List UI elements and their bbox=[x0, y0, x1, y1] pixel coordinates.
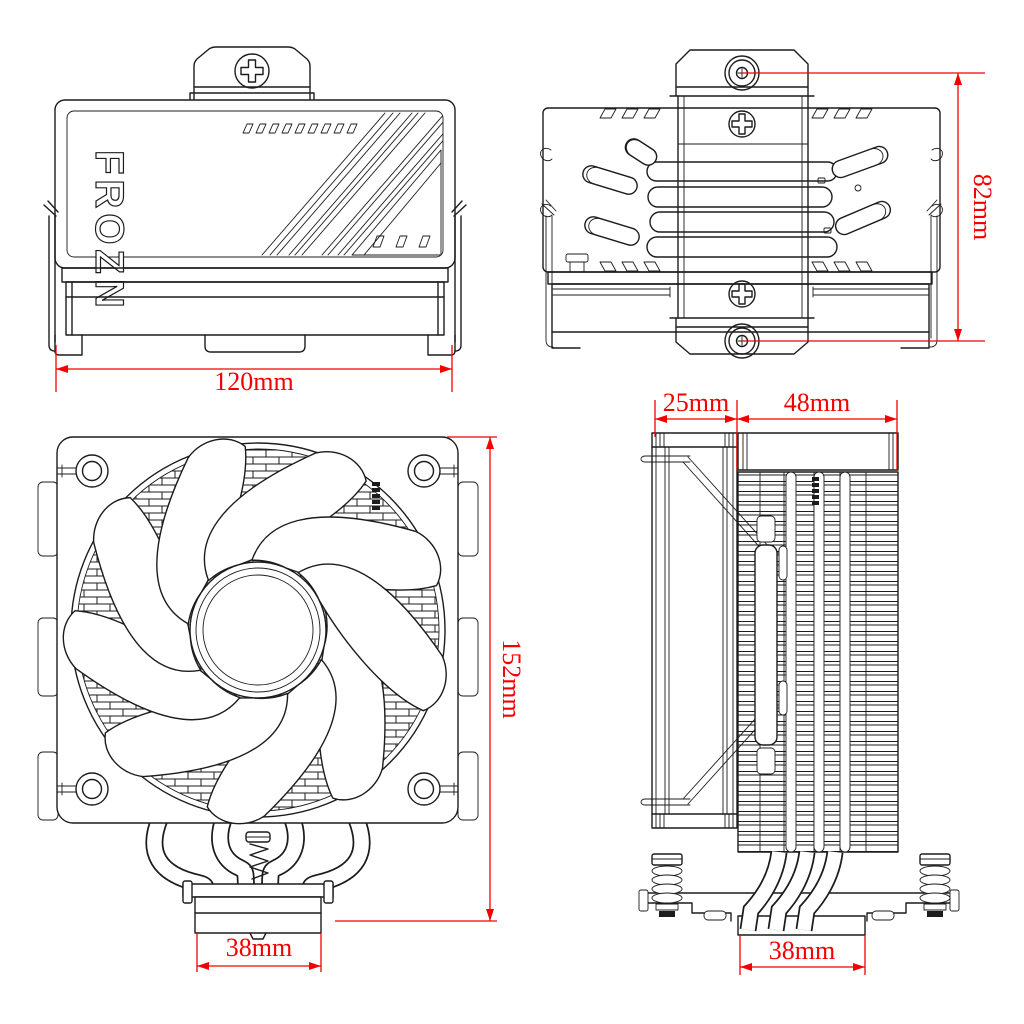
fin-stack-side bbox=[737, 471, 899, 853]
dimension-120mm: 120mm bbox=[55, 345, 453, 396]
dimension-38mm-side: 38mm bbox=[739, 935, 866, 975]
dimension-label: 38mm bbox=[769, 936, 835, 965]
fin-stack-edge bbox=[54, 267, 456, 356]
phillips-screw-icon bbox=[731, 283, 753, 305]
fan-side-profile bbox=[651, 432, 738, 829]
center-bracket bbox=[669, 49, 815, 355]
fan-clip-right bbox=[451, 200, 467, 352]
spring-left bbox=[651, 853, 683, 917]
cover-decor-stripes bbox=[261, 112, 443, 256]
dimension-152mm: 152mm bbox=[335, 436, 526, 922]
phillips-screw-icon bbox=[234, 53, 270, 89]
heat-pipes-top bbox=[582, 138, 892, 258]
fan-hub bbox=[189, 561, 327, 699]
base-front bbox=[182, 880, 334, 940]
view-top-with-fan: FROZN 120mm bbox=[43, 46, 467, 396]
fan-cable-mark bbox=[372, 482, 380, 510]
phillips-screw-icon bbox=[731, 113, 753, 135]
dimension-label: 25mm bbox=[663, 388, 729, 417]
top-plate-side bbox=[737, 432, 899, 471]
cover-decor-triangle bbox=[351, 149, 442, 256]
fan-side-tabs bbox=[37, 481, 479, 821]
dimension-label: 120mm bbox=[214, 367, 293, 396]
dimension-label: 38mm bbox=[226, 933, 292, 962]
dimension-82mm: 82mm bbox=[742, 72, 997, 342]
mounting-bracket-top bbox=[189, 46, 315, 101]
dimension-25mm: 25mm bbox=[654, 388, 738, 470]
dimension-label: 82mm bbox=[968, 174, 997, 240]
spring-right bbox=[919, 853, 951, 917]
corner-screws bbox=[56, 454, 459, 806]
spring-screw-front bbox=[245, 831, 271, 885]
cover-vent-dashes bbox=[242, 123, 358, 134]
heat-pipes-side bbox=[739, 850, 844, 932]
brand-logo: FROZN bbox=[87, 150, 131, 313]
dimension-label: 48mm bbox=[784, 388, 850, 417]
fan-clip-left bbox=[43, 200, 59, 352]
fin-stack-outline bbox=[540, 107, 943, 273]
dimension-label: 152mm bbox=[497, 639, 526, 718]
view-front-fan: 38mm 152mm bbox=[37, 436, 526, 972]
dimension-48mm: 48mm bbox=[737, 388, 898, 470]
view-side: 25mm 48mm 38mm bbox=[638, 388, 960, 975]
dimension-38mm-front: 38mm bbox=[196, 933, 322, 972]
view-top-heatpipes: 82mm bbox=[540, 49, 997, 359]
